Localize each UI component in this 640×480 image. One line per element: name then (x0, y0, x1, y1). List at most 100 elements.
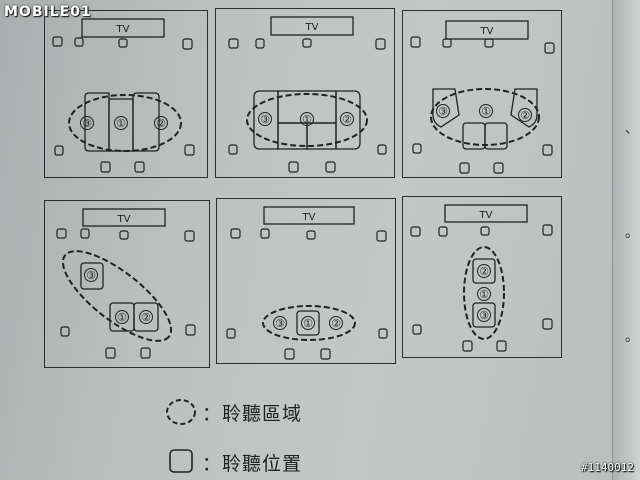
spine-mark: 、 (625, 121, 639, 137)
speaker-icon (74, 37, 84, 47)
speaker-icon (378, 328, 388, 339)
tv-label: TV (117, 214, 131, 225)
speaker-icon (462, 340, 473, 352)
armchair (296, 310, 320, 336)
position-number: ③ (82, 117, 92, 130)
spine-mark: 。 (625, 329, 639, 345)
armchair-right (510, 88, 538, 128)
position-number: ③ (275, 317, 285, 330)
page-spine (612, 0, 640, 480)
panel-6-drawing: TV ② ① ③ (410, 204, 553, 352)
speaker-icon (542, 318, 553, 330)
speaker-icon (119, 230, 129, 240)
speaker-icon (100, 161, 111, 173)
listening-area-ellipse (430, 88, 540, 146)
tv-box (270, 16, 354, 36)
panel-5-drawing: TV ③ ① ② (226, 206, 388, 360)
spine-mark: 。 (625, 225, 639, 241)
sofa-arm-right (335, 90, 361, 150)
position-number: ③ (479, 309, 489, 322)
speaker-icon (228, 38, 239, 49)
position-number: ② (141, 311, 151, 324)
listening-position-marker (477, 308, 491, 322)
tv-label: TV (305, 22, 319, 33)
speaker-icon (376, 230, 387, 242)
speaker-icon (230, 228, 241, 239)
armchair (80, 262, 104, 290)
speaker-icon (306, 230, 316, 240)
logo-text: MOBILE01 (4, 4, 92, 20)
speaker-icon (184, 144, 195, 156)
speaker-icon (496, 340, 507, 352)
listening-area-ellipse (246, 93, 368, 147)
speaker-icon (410, 226, 421, 237)
listening-position-marker (300, 112, 314, 126)
listening-position-marker (329, 316, 343, 330)
watermark: #1140012 (581, 461, 634, 474)
tv-label: TV (116, 24, 130, 35)
panel-2-drawing: TV ③ ① ② (228, 16, 387, 173)
speaker-icon (118, 38, 128, 48)
position-number: ① (302, 113, 312, 126)
speaker-icon (226, 328, 236, 339)
listening-position-marker (301, 316, 315, 330)
speaker-icon (438, 226, 448, 237)
legend-listening-position: ：聆聽位置 (164, 446, 302, 478)
position-number: ③ (438, 105, 448, 118)
speaker-icon (412, 324, 422, 335)
speaker-icon (412, 143, 422, 154)
speaker-icon (182, 38, 193, 50)
panel-1-drawing: TV ③ ① ② (52, 18, 195, 173)
position-number: ② (520, 109, 530, 122)
layout-panel-6: TV ② ① ③ (402, 196, 562, 358)
legend-label: ：聆聽位置 (202, 452, 303, 475)
speaker-icon (480, 226, 490, 236)
listening-position-marker (115, 310, 129, 324)
speaker-icon (544, 42, 555, 54)
speaker-icon (377, 144, 387, 155)
tv-box (82, 208, 166, 227)
listening-position-marker (80, 116, 94, 130)
position-number: ② (342, 113, 352, 126)
speaker-icon (288, 161, 299, 173)
listening-position-marker (477, 264, 491, 278)
listening-position-marker (436, 104, 450, 118)
listening-area-ellipse (61, 250, 173, 342)
speaker-icon (410, 36, 421, 48)
sofa-seat (484, 122, 508, 150)
sofa-seat (133, 302, 159, 332)
tv-label: TV (480, 26, 494, 37)
speaker-icon (442, 38, 452, 48)
armchair-left (432, 88, 460, 128)
sofa-arm-right (132, 92, 160, 152)
layout-panel-1: TV ③ ① ② (44, 10, 208, 178)
layout-panel-3: TV ③ ① ② (402, 10, 562, 178)
listening-position-marker (154, 116, 168, 130)
position-number: ① (481, 105, 491, 118)
speaker-icon (284, 348, 295, 360)
speaker-icon (185, 324, 196, 336)
legend-label: ：聆聽區域 (202, 402, 303, 425)
speaker-icon (542, 144, 553, 156)
listening-position-marker (340, 112, 354, 126)
layout-panel-2: TV ③ ① ② (215, 8, 395, 178)
speaker-icon (105, 347, 116, 359)
tv-box (263, 206, 355, 225)
tv-label: TV (479, 210, 493, 221)
speaker-icon (80, 228, 90, 239)
speaker-icon (542, 224, 553, 236)
panel-3-drawing: TV ③ ① ② (410, 20, 555, 174)
speaker-icon (184, 230, 195, 242)
speaker-icon (320, 348, 331, 360)
layout-panel-4: TV ③ ① ② (44, 200, 210, 368)
armchair (472, 302, 496, 328)
speaker-icon (56, 228, 67, 239)
speaker-icon (52, 36, 63, 47)
tv-box (81, 18, 165, 38)
position-number: ① (303, 317, 313, 330)
speaker-icon (459, 162, 470, 174)
position-number: ① (116, 117, 126, 130)
armchair (472, 258, 496, 284)
listening-area-ellipse (463, 246, 505, 340)
